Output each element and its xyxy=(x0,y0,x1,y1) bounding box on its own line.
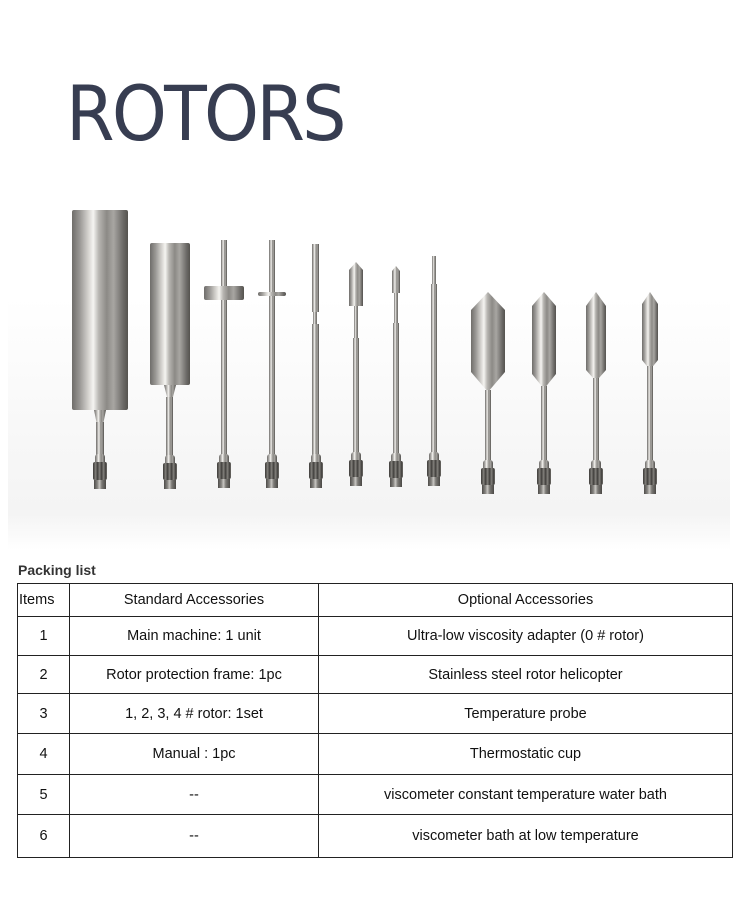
rotor-10 xyxy=(531,292,559,496)
cell-standard: Manual : 1pc xyxy=(69,733,319,775)
rotor-1 xyxy=(72,210,128,492)
table-row: 5 -- viscometer constant temperature wat… xyxy=(17,774,733,815)
packing-list-table: Items Standard Accessories Optional Acce… xyxy=(17,583,733,858)
rotor-7 xyxy=(386,266,406,494)
rotor-3 xyxy=(204,240,246,492)
cell-standard: -- xyxy=(69,814,319,858)
cell-item: 1 xyxy=(17,616,70,656)
rotor-11 xyxy=(585,292,609,496)
rotors-photo xyxy=(8,190,730,550)
cell-optional: Ultra-low viscosity adapter (0 # rotor) xyxy=(318,616,733,656)
table-row: 3 1, 2, 3, 4 # rotor: 1set Temperature p… xyxy=(17,693,733,734)
table-header-row: Items Standard Accessories Optional Acce… xyxy=(17,583,733,617)
rotor-2 xyxy=(150,243,190,493)
table-row: 1 Main machine: 1 unit Ultra-low viscosi… xyxy=(17,616,733,656)
header-standard-accessories: Standard Accessories xyxy=(69,583,319,617)
rotor-4 xyxy=(258,240,288,492)
cell-item: 3 xyxy=(17,693,70,734)
cell-standard: -- xyxy=(69,774,319,815)
cell-optional: viscometer bath at low temperature xyxy=(318,814,733,858)
packing-list-heading: Packing list xyxy=(18,562,96,578)
page-title: ROTORS xyxy=(66,69,347,158)
table-row: 4 Manual : 1pc Thermostatic cup xyxy=(17,733,733,775)
cell-optional: viscometer constant temperature water ba… xyxy=(318,774,733,815)
rotor-5 xyxy=(306,244,326,494)
rotor-8 xyxy=(424,256,444,494)
cell-optional: Temperature probe xyxy=(318,693,733,734)
table-row: 2 Rotor protection frame: 1pc Stainless … xyxy=(17,655,733,694)
rotor-6 xyxy=(346,262,366,494)
cell-item: 6 xyxy=(17,814,70,858)
rotor-9 xyxy=(470,292,508,496)
cell-optional: Stainless steel rotor helicopter xyxy=(318,655,733,694)
cell-standard: Rotor protection frame: 1pc xyxy=(69,655,319,694)
header-items: Items xyxy=(17,583,70,617)
cell-item: 5 xyxy=(17,774,70,815)
cell-standard: Main machine: 1 unit xyxy=(69,616,319,656)
header-optional-accessories: Optional Accessories xyxy=(318,583,733,617)
table-row: 6 -- viscometer bath at low temperature xyxy=(17,814,733,858)
cell-item: 4 xyxy=(17,733,70,775)
rotor-12 xyxy=(640,292,660,496)
cell-item: 2 xyxy=(17,655,70,694)
cell-standard: 1, 2, 3, 4 # rotor: 1set xyxy=(69,693,319,734)
cell-optional: Thermostatic cup xyxy=(318,733,733,775)
